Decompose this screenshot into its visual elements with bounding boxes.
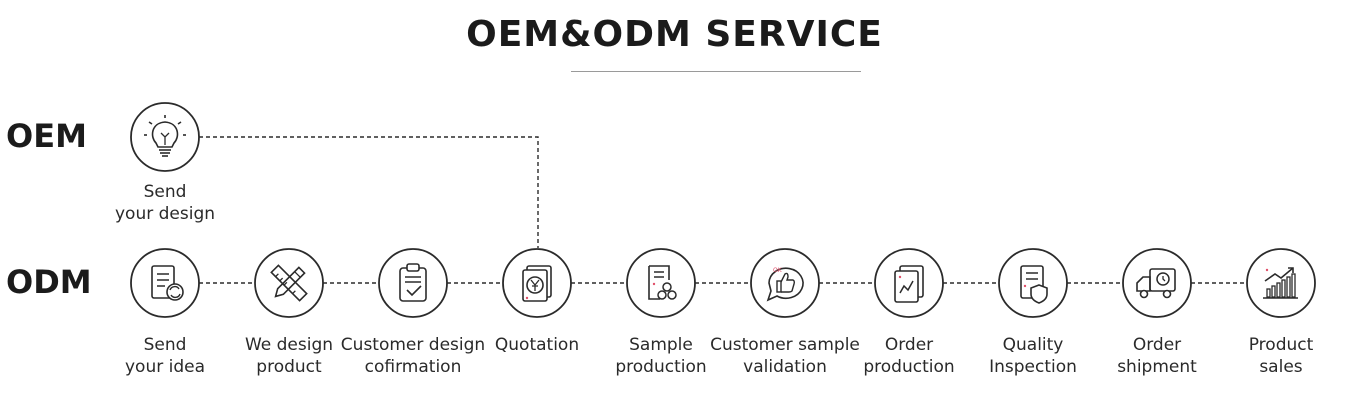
label-line: Quality [1002,335,1064,355]
odm-step-8 [998,248,1068,318]
page-title: OEM&ODM SERVICE [466,14,883,55]
label-line: Quotation [494,335,580,355]
label-line: Order [1132,335,1182,355]
step-circle [378,248,448,318]
label-line: cofirmation [364,357,462,377]
label-line: Inspection [989,357,1077,377]
label-line: We design [244,335,334,355]
label-line: your design [114,204,216,224]
step-circle [626,248,696,318]
document-shield-icon [1020,265,1048,304]
label-line: Send [143,182,187,202]
svg-text:OK: OK [773,267,783,274]
yen-document-icon [522,265,552,302]
label-line: production [863,357,955,377]
step-circle [1246,248,1316,318]
step-circle [130,248,200,318]
step-circle [1122,248,1192,318]
title-underline [571,71,861,72]
label-line: Order [884,335,934,355]
odm-step-3 [378,248,448,318]
odm-step-2 [254,248,324,318]
oem-step-send-your-design [130,102,200,172]
sales-growth-chart-icon [1263,267,1298,299]
clipboard-check-icon [399,263,427,302]
lightbulb-icon [144,115,186,157]
odm-step-4 [502,248,572,318]
odm-row-label: ODM [6,263,92,301]
label-line: Product [1248,335,1314,355]
step-circle [750,248,820,318]
oem-row-label: OEM [6,117,87,155]
label-line: Customer design [340,335,486,355]
thumbs-up-bubble-icon: OK [766,267,804,302]
label-line: your idea [124,357,206,377]
odm-step-10 [1246,248,1316,318]
label-line: shipment [1117,357,1197,377]
pencil-ruler-icon [270,264,308,302]
label-line: Sample [629,335,693,355]
odm-step-5 [626,248,696,318]
document-components-icon [648,265,677,300]
document-refresh-icon [151,265,184,301]
oem-to-quotation-connector [199,136,539,248]
chart-document-icon [894,265,924,303]
label-line: sales [1259,357,1303,377]
odm-step-7 [874,248,944,318]
label-line: production [615,357,707,377]
label-line: Customer sample [710,335,860,355]
step-circle [998,248,1068,318]
odm-step-6: OK [750,248,820,318]
label-line: Send [143,335,187,355]
delivery-truck-icon [1136,268,1176,299]
step-circle [254,248,324,318]
label-line: validation [743,357,827,377]
odm-step-1 [130,248,200,318]
odm-step-4-label: Quotation [457,334,617,356]
label-line: product [256,357,322,377]
odm-step-9 [1122,248,1192,318]
